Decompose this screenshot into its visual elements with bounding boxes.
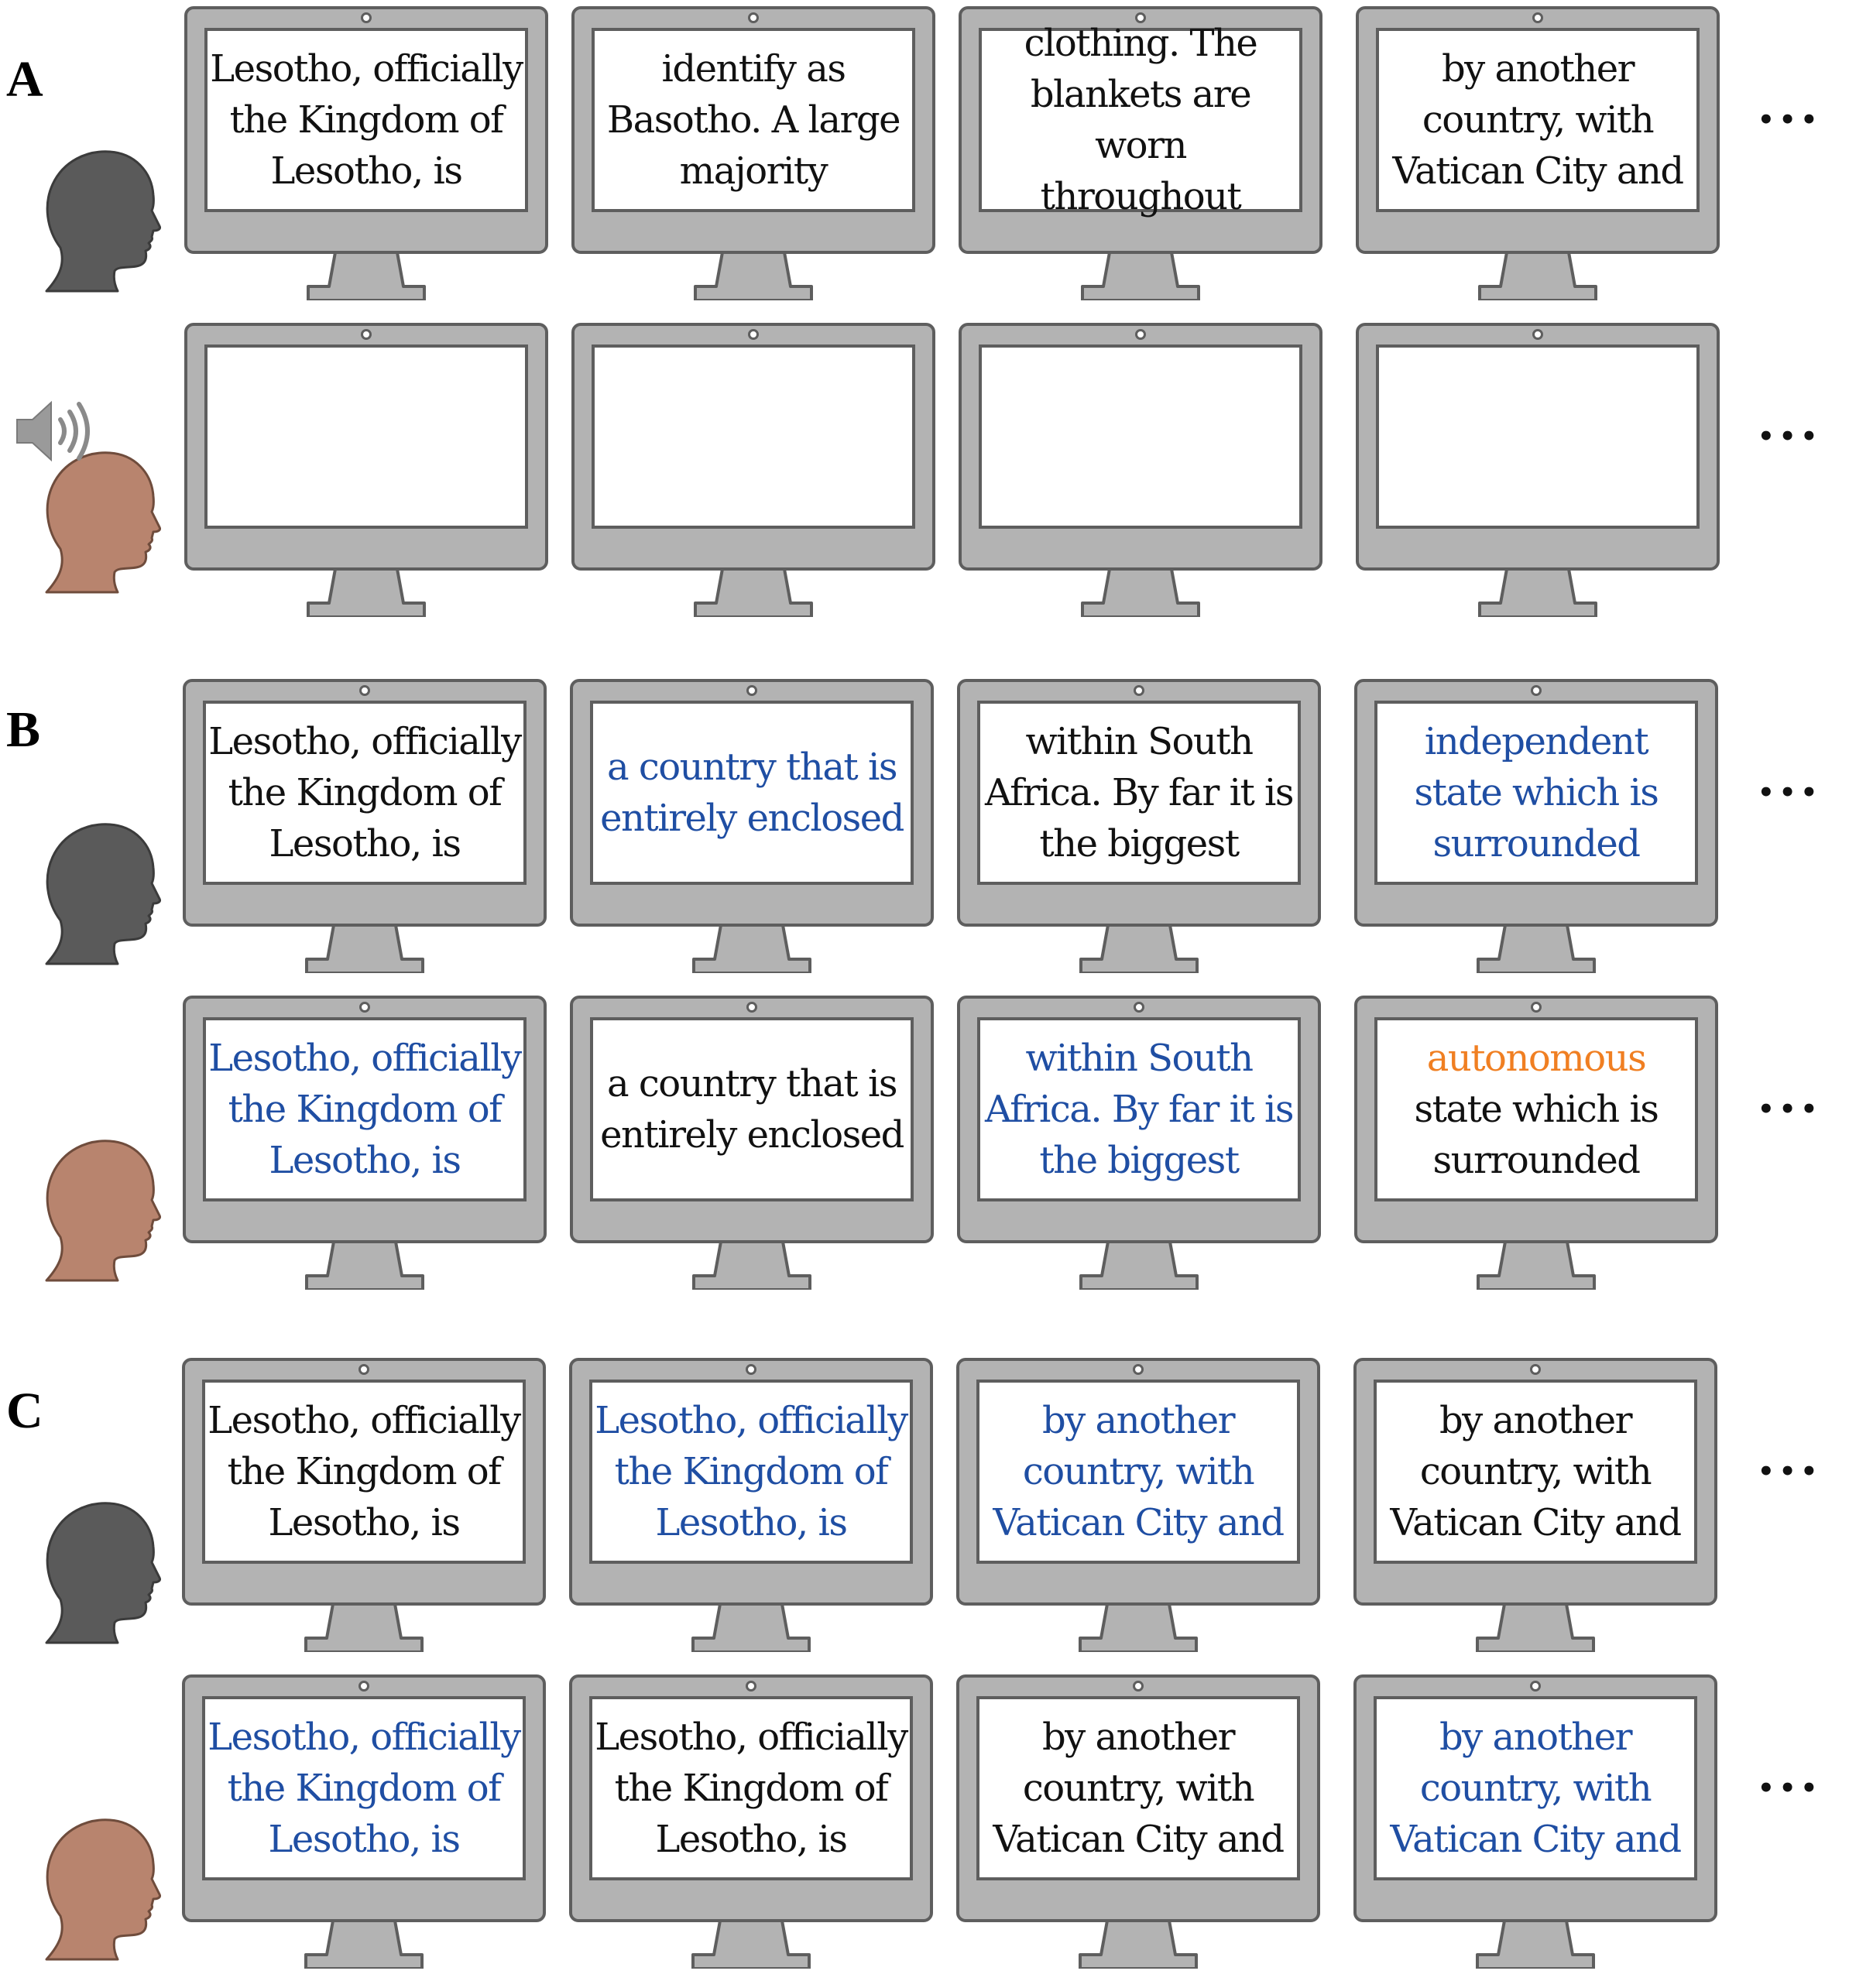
skin-head-icon	[37, 1814, 161, 1961]
gray-head-icon	[37, 1497, 161, 1644]
screen-text: Lesotho, officially the Kingdom of Lesot…	[208, 1037, 522, 1182]
gray-head-icon	[37, 146, 161, 293]
monitor-screen	[593, 346, 914, 527]
screen-text: Lesotho, officially the Kingdom of Lesot…	[208, 1716, 521, 1861]
gray-head-icon	[37, 818, 161, 965]
screen-text-segment: state which is surrounded	[1414, 1088, 1659, 1182]
continuation-ellipsis: •••	[1758, 421, 1823, 452]
screen-text: by another country, with Vatican City an…	[1390, 1399, 1682, 1544]
monitor: Lesotho, officially the Kingdom of Lesot…	[182, 1674, 546, 1969]
monitor: within South Africa. By far it is the bi…	[957, 679, 1321, 973]
screen-text: autonomous state which is surrounded	[1415, 1033, 1659, 1186]
monitor-screen: within South Africa. By far it is the bi…	[979, 1019, 1299, 1200]
screen-text: by another country, with Vatican City an…	[1390, 1716, 1682, 1861]
screen-text: within South Africa. By far it is the bi…	[984, 1037, 1295, 1182]
monitor-screen: identify as Basotho. A large majority	[593, 29, 914, 211]
screen-text: within South Africa. By far it is the bi…	[984, 720, 1295, 865]
monitor: a country that is entirely enclosed	[570, 996, 934, 1290]
screen-text: identify as Basotho. A large majority	[606, 47, 901, 193]
screen-text: Lesotho, officially the Kingdom of Lesot…	[595, 1716, 908, 1861]
monitor-screen	[980, 346, 1301, 527]
monitor: independent state which is surrounded	[1354, 679, 1718, 973]
screen-text: Lesotho, officially the Kingdom of Lesot…	[210, 47, 523, 193]
monitor-screen: by another country, with Vatican City an…	[1377, 29, 1698, 211]
screen-text-segment: autonomous	[1426, 1037, 1647, 1080]
screen-text: by another country, with Vatican City an…	[1392, 47, 1684, 193]
monitor: within South Africa. By far it is the bi…	[957, 996, 1321, 1290]
screen-text: independent state which is surrounded	[1414, 720, 1659, 865]
continuation-ellipsis: •••	[1758, 777, 1823, 808]
monitor: by another country, with Vatican City an…	[956, 1674, 1320, 1969]
skin-head-icon	[37, 1135, 161, 1282]
monitor: by another country, with Vatican City an…	[956, 1358, 1320, 1652]
monitor: Lesotho, officially the Kingdom of Lesot…	[182, 1358, 546, 1652]
monitor: by another country, with Vatican City an…	[1356, 6, 1720, 300]
monitor: Lesotho, officially the Kingdom of Lesot…	[183, 996, 547, 1290]
monitor	[184, 323, 548, 617]
skin-head-icon	[37, 447, 161, 594]
continuation-ellipsis: •••	[1758, 105, 1823, 135]
monitor	[1356, 323, 1720, 617]
monitor-screen: a country that is entirely enclosed	[592, 1019, 912, 1200]
monitor: Lesotho, officially the Kingdom of Lesot…	[184, 6, 548, 300]
screen-text: clothing. The blankets are worn througho…	[1024, 22, 1258, 218]
monitor-screen: by another country, with Vatican City an…	[1375, 1381, 1696, 1562]
monitor-screen: by another country, with Vatican City an…	[1375, 1698, 1696, 1879]
monitor-screen: within South Africa. By far it is the bi…	[979, 702, 1299, 883]
continuation-ellipsis: •••	[1758, 1773, 1823, 1804]
screen-text: Lesotho, officially the Kingdom of Lesot…	[208, 1399, 521, 1544]
monitor-screen: Lesotho, officially the Kingdom of Lesot…	[591, 1698, 911, 1879]
monitor-screen: Lesotho, officially the Kingdom of Lesot…	[204, 702, 525, 883]
monitor-screen	[1377, 346, 1698, 527]
monitor: Lesotho, officially the Kingdom of Lesot…	[569, 1358, 933, 1652]
monitor-screen: Lesotho, officially the Kingdom of Lesot…	[204, 1381, 524, 1562]
monitor-screen: a country that is entirely enclosed	[592, 702, 912, 883]
monitor-screen: Lesotho, officially the Kingdom of Lesot…	[204, 1698, 524, 1879]
monitor-screen: Lesotho, officially the Kingdom of Lesot…	[204, 1019, 525, 1200]
section-label-b: B	[6, 701, 41, 758]
monitor-screen	[206, 346, 527, 527]
monitor: identify as Basotho. A large majority	[571, 6, 935, 300]
monitor-screen: autonomous state which is surrounded	[1376, 1019, 1696, 1200]
section-label-c: C	[6, 1383, 43, 1439]
monitor: by another country, with Vatican City an…	[1353, 1674, 1717, 1969]
monitor	[959, 323, 1322, 617]
monitor-screen: Lesotho, officially the Kingdom of Lesot…	[591, 1381, 911, 1562]
continuation-ellipsis: •••	[1758, 1456, 1823, 1487]
monitor-screen: by another country, with Vatican City an…	[978, 1698, 1298, 1879]
monitor-screen: by another country, with Vatican City an…	[978, 1381, 1298, 1562]
monitor: a country that is entirely enclosed	[570, 679, 934, 973]
screen-text: Lesotho, officially the Kingdom of Lesot…	[208, 720, 522, 865]
monitor-screen: independent state which is surrounded	[1376, 702, 1696, 883]
monitor: Lesotho, officially the Kingdom of Lesot…	[183, 679, 547, 973]
screen-text: by another country, with Vatican City an…	[993, 1716, 1285, 1861]
monitor-screen: Lesotho, officially the Kingdom of Lesot…	[206, 29, 527, 211]
monitor: autonomous state which is surrounded	[1354, 996, 1718, 1290]
screen-text: a country that is entirely enclosed	[600, 746, 904, 840]
screen-text: by another country, with Vatican City an…	[993, 1399, 1285, 1544]
screen-text: a country that is entirely enclosed	[600, 1062, 904, 1157]
monitor: by another country, with Vatican City an…	[1353, 1358, 1717, 1652]
continuation-ellipsis: •••	[1758, 1094, 1823, 1125]
section-label-a: A	[6, 51, 43, 108]
monitor: Lesotho, officially the Kingdom of Lesot…	[569, 1674, 933, 1969]
monitor-screen: clothing. The blankets are worn througho…	[980, 22, 1301, 218]
speaker-icon	[15, 396, 101, 466]
screen-text: Lesotho, officially the Kingdom of Lesot…	[595, 1399, 908, 1544]
monitor	[571, 323, 935, 617]
monitor: clothing. The blankets are worn througho…	[959, 6, 1322, 300]
